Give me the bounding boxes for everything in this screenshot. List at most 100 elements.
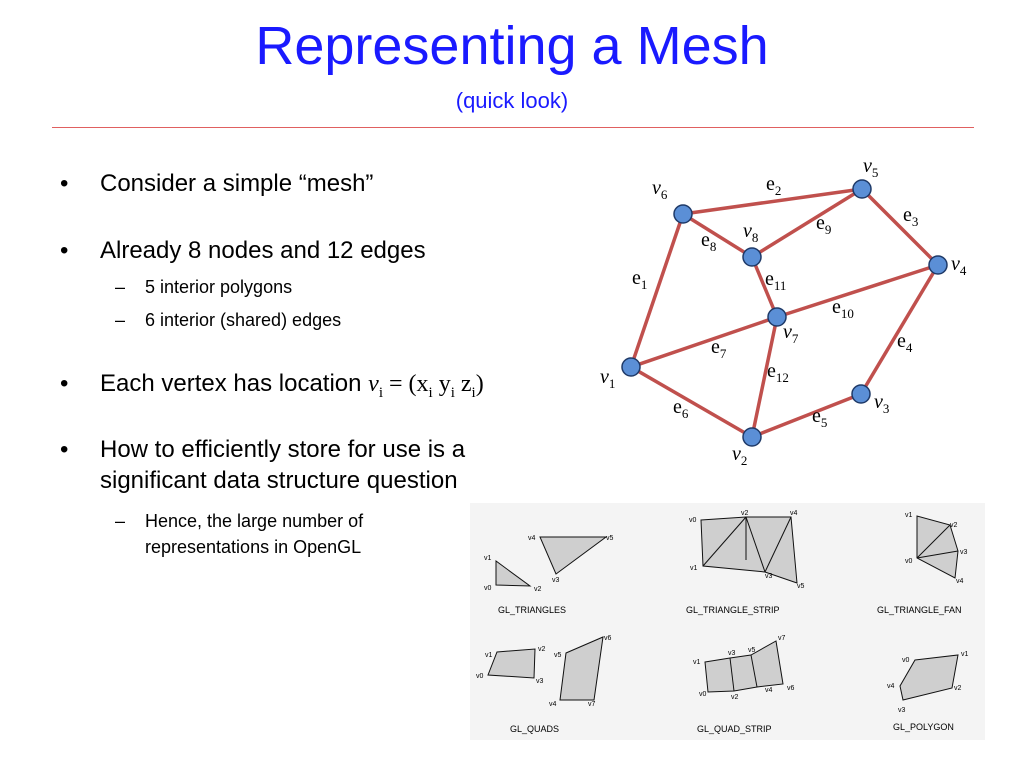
edge-e7 [630,315,778,369]
vertex-label: v1 [484,555,492,562]
title-divider [52,127,974,128]
edge-e9 [751,187,863,259]
label-e11: e11 [765,268,786,293]
label-e2: e2 [766,173,781,198]
gl-triangles-shape-b [495,560,532,587]
bullet-text: significant data structure question [100,467,458,494]
gl-triangle-fan-shape [916,515,959,579]
edge-e11 [750,256,779,318]
sub-bullet-text: 5 interior polygons [145,277,293,297]
label-v1: v1 [600,366,615,391]
label-v7: v7 [783,321,799,346]
vertex-label: v2 [741,510,749,517]
vertex-label: v3 [765,573,773,580]
vertex-label: v3 [536,678,544,685]
vertex-label: v1 [693,659,701,666]
bullet-dot: • [60,436,69,463]
edge-e12 [750,316,779,438]
bullet-dot: • [60,237,69,264]
vertex-label: v0 [902,657,910,664]
gl-triangles-shape-a [539,536,608,575]
page-subtitle: (quick look) [455,88,569,113]
node-v7 [767,307,787,327]
label-gl-polygon: GL_POLYGON [893,722,954,732]
label-e10: e10 [832,296,854,321]
bullet-text: Each vertex has location [100,370,362,397]
vertex-label: v4 [956,578,964,585]
sub-bullet-text: representations in OpenGL [145,537,362,557]
vertex-label: v3 [552,577,560,584]
vertex-label: v4 [549,701,557,708]
label-gl-triangle-fan: GL_TRIANGLE_FAN [877,605,962,615]
vertex-label: v0 [476,673,484,680]
node-v1 [621,357,641,377]
bullet-text-wrapper: Each vertex has location vi = (xi yi zi) [100,368,484,409]
vertex-label: v0 [689,517,697,524]
label-gl-triangles: GL_TRIANGLES [498,605,566,615]
node-v8 [742,247,762,267]
vertex-label: v7 [588,701,596,708]
sub-bullet-dash: – [115,277,126,297]
node-v2 [742,427,762,447]
vertex-label: v1 [485,652,493,659]
gl-quad-strip-shape [704,640,784,693]
node-v5 [852,179,872,199]
vertex-label: v2 [534,586,542,593]
label-e1: e1 [632,267,647,292]
label-e12: e12 [767,360,789,385]
page-title: Representing a Mesh [255,16,769,76]
edge-e3 [860,187,940,267]
vertex-label: v2 [954,685,962,692]
label-gl-quads: GL_QUADS [510,724,559,734]
vertex-label: v2 [950,522,958,529]
edge-e4 [859,264,940,395]
node-v4 [928,255,948,275]
label-e7: e7 [711,336,727,361]
edge-e10 [776,263,939,319]
bullet-dot: • [60,370,69,397]
label-v8: v8 [743,220,758,245]
vertex-label: v0 [905,558,913,565]
primitive-vertex-labels: v4 v5 v3 v1 v0 v2 v0 v2 v4 v1 v3 v5 v1 v… [476,510,969,714]
bullet-dot: • [60,170,69,197]
vertex-label: v7 [778,635,786,642]
gl-triangle-strip-line [702,516,747,567]
sub-bullet-text: Hence, the large number of [145,511,364,531]
bullet-text: Consider a simple “mesh” [100,170,374,197]
label-v2: v2 [732,443,747,468]
gl-triangle-fan-line [916,524,951,559]
sub-bullet-dash: – [115,511,126,531]
node-v6 [673,204,693,224]
label-e3: e3 [903,204,918,229]
label-v6: v6 [652,177,668,202]
gl-quads-shape-a [487,648,536,679]
primitive-names: GL_TRIANGLES GL_TRIANGLE_STRIP GL_TRIANG… [498,605,962,734]
vertex-label: v3 [728,650,736,657]
sub-bullet-dash: – [115,310,126,330]
vertex-label: v1 [905,512,913,519]
gl-quad-strip-line [750,654,758,688]
vertex-label: v0 [484,585,492,592]
primitive-shapes [487,515,959,701]
vertex-label: v3 [898,707,906,714]
opengl-primitives-svg: v4 v5 v3 v1 v0 v2 v0 v2 v4 v1 v3 v5 v1 v… [476,510,969,734]
bullet-text: How to efficiently store for use is a [100,436,466,463]
vertex-label: v0 [699,691,707,698]
edge-e8 [682,212,753,259]
label-gl-triangle-strip: GL_TRIANGLE_STRIP [686,605,780,615]
vertex-label: v5 [554,652,562,659]
vertex-location-formula: vi = (xi yi zi) [368,371,484,401]
vertex-label: v4 [887,683,895,690]
gl-triangle-strip-line [745,516,766,573]
label-gl-quad-strip: GL_QUAD_STRIP [697,724,772,734]
gl-quad-strip-line [729,657,735,692]
vertex-label: v6 [604,635,612,642]
edge-e5 [751,392,862,439]
label-e4: e4 [897,330,913,355]
vertex-label: v4 [528,535,536,542]
vertex-label: v5 [748,647,756,654]
vertex-label: v5 [797,583,805,590]
vertex-label: v4 [790,510,798,517]
mesh-diagram: v1 v2 v3 v4 v5 v6 v7 v8 e1 e2 e3 e4 e5 e… [600,155,967,468]
opengl-primitives-figure: v4 v5 v3 v1 v0 v2 v0 v2 v4 v1 v3 v5 v1 v… [470,503,985,740]
